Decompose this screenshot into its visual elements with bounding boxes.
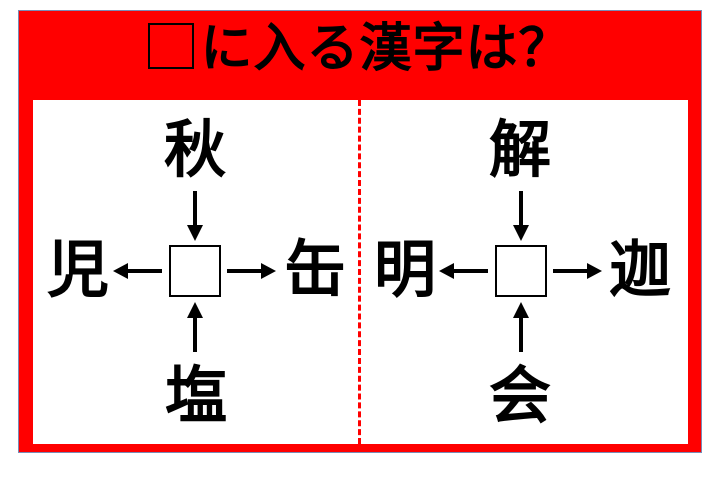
title-text: に入る漢字は？ [200, 19, 572, 79]
arrow-up-icon [187, 302, 203, 352]
arrow-down-icon [187, 191, 203, 241]
arrow-left-icon [439, 263, 488, 279]
arrow-left-icon [113, 263, 162, 279]
puzzle-1-right-kanji: 缶 [283, 233, 346, 306]
blank-square-icon [148, 23, 195, 69]
arrow-down-icon [513, 191, 529, 241]
puzzle-2-bottom-kanji: 会 [488, 359, 551, 432]
puzzle-2-right-kanji: 迦 [608, 233, 671, 306]
quiz-title: に入る漢字は？ [0, 0, 720, 90]
puzzle-2-left-kanji: 明 [373, 233, 436, 306]
arrow-right-icon [553, 263, 602, 279]
puzzle-2-top-kanji: 解 [488, 113, 551, 186]
puzzle-1-top-kanji: 秋 [163, 113, 226, 186]
arrow-up-icon [513, 302, 529, 352]
puzzle-2-answer-box [495, 245, 547, 297]
dashed-divider [358, 100, 361, 444]
puzzle-1-bottom-kanji: 塩 [164, 359, 227, 432]
puzzle-1-answer-box [169, 245, 221, 297]
puzzle-1-left-kanji: 児 [46, 233, 109, 306]
arrow-right-icon [227, 263, 276, 279]
